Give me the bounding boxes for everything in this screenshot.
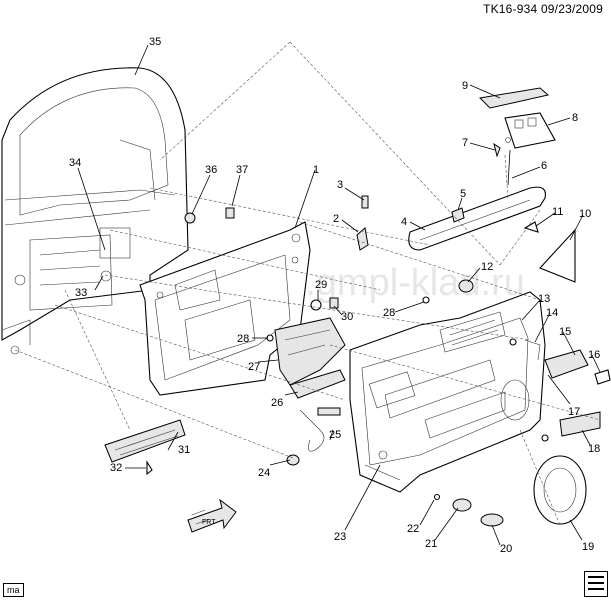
- clip-11: [523, 221, 539, 233]
- armrest: [408, 186, 546, 251]
- callout-16: 16: [588, 349, 600, 361]
- screw-17-lower: [541, 434, 549, 442]
- callout-22: 22: [407, 523, 419, 535]
- callout-numbers: 35 34 33 36 37 1 3 2 4 5 9 8 7 6 11 10 1…: [69, 36, 600, 555]
- screw-22: [433, 493, 441, 501]
- leader-lines: [77, 44, 601, 546]
- callout-2: 2: [333, 213, 339, 225]
- clip-36: [184, 212, 196, 224]
- callout-19: 19: [582, 541, 594, 553]
- callout-24: 24: [258, 467, 270, 479]
- door-frame: [1, 67, 189, 355]
- callout-29: 29: [315, 279, 327, 291]
- cover-21: [452, 498, 472, 512]
- plug-12: [458, 279, 474, 293]
- clip-2: [356, 227, 369, 251]
- alignment-lines: [14, 41, 601, 526]
- door-handle-parts: [509, 338, 611, 385]
- screw-28-upper: [422, 296, 430, 304]
- callout-26: 26: [271, 397, 283, 409]
- window-mechanism: [274, 297, 346, 452]
- screw-32: [146, 460, 153, 476]
- callout-33: 33: [75, 287, 87, 299]
- window-switch-assembly: [478, 87, 556, 186]
- callout-32: 32: [110, 462, 122, 474]
- clip-3: [361, 195, 369, 209]
- front-arrow-icon: FRT: [187, 498, 237, 533]
- callout-37: 37: [236, 164, 248, 176]
- callout-30: 30: [341, 311, 353, 323]
- callout-28-upper: 28: [383, 307, 395, 319]
- callout-4: 4: [401, 216, 407, 228]
- reflector: [559, 411, 601, 437]
- callout-10: 10: [579, 208, 591, 220]
- callout-21: 21: [425, 538, 437, 550]
- callout-28-lower: 28: [237, 333, 249, 345]
- diagram-code: TK16-934: [483, 2, 538, 16]
- callout-17: 17: [568, 406, 580, 418]
- door-trim-panel: [349, 291, 546, 493]
- callout-1: 1: [313, 164, 319, 176]
- callout-13: 13: [538, 293, 550, 305]
- callout-35: 35: [149, 36, 161, 48]
- callout-15: 15: [559, 326, 571, 338]
- callout-20: 20: [500, 543, 512, 555]
- callout-8: 8: [572, 112, 578, 124]
- speaker: [533, 455, 587, 525]
- callout-5: 5: [460, 188, 466, 200]
- callout-23: 23: [334, 531, 346, 543]
- clip-37: [225, 207, 235, 219]
- front-label: FRT: [202, 519, 216, 526]
- callout-34: 34: [69, 157, 81, 169]
- callout-31: 31: [178, 444, 190, 456]
- callout-36: 36: [205, 164, 217, 176]
- gm-logo-icon: [584, 571, 608, 597]
- bumper-24: [286, 454, 300, 466]
- diagram-header: TK16-934 09/23/2009: [483, 2, 603, 16]
- callout-9: 9: [462, 80, 468, 92]
- callout-6: 6: [541, 160, 547, 172]
- storage-bin: [104, 419, 186, 463]
- cover-20: [480, 513, 504, 527]
- callout-25: 25: [329, 429, 341, 441]
- callout-27: 27: [248, 361, 260, 373]
- callout-18: 18: [588, 443, 600, 455]
- callout-12: 12: [481, 261, 493, 273]
- callout-11: 11: [552, 206, 563, 218]
- corner-label: ma: [3, 583, 24, 597]
- callout-3: 3: [337, 179, 343, 191]
- callout-7: 7: [462, 137, 468, 149]
- tweeter-cover: [539, 228, 576, 283]
- screw-7: [493, 142, 501, 158]
- diagram-date: 09/23/2009: [540, 2, 603, 16]
- callout-14: 14: [546, 307, 558, 319]
